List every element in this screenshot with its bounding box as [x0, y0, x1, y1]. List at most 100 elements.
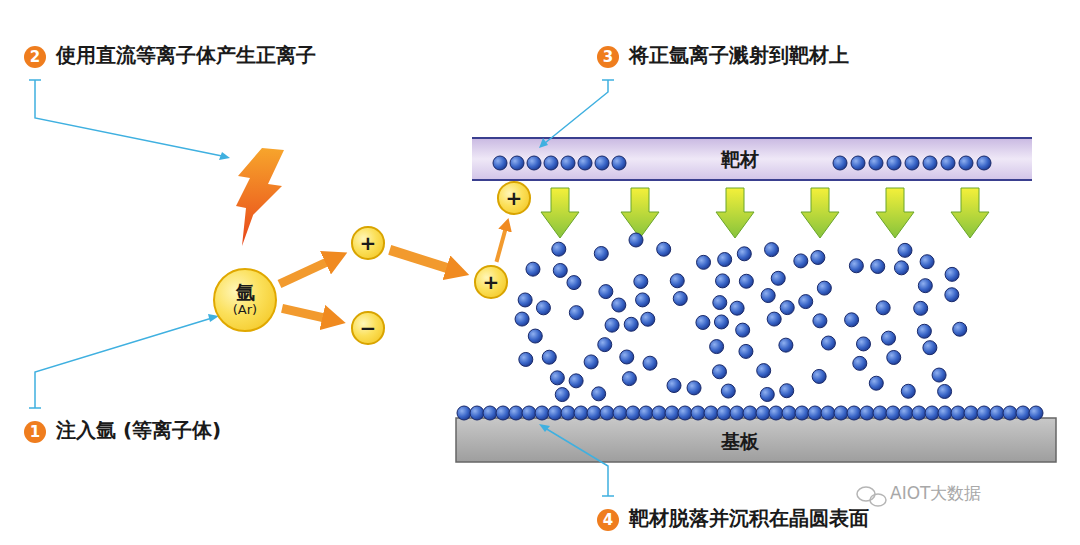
sputtered-atom — [687, 381, 701, 395]
sputter-arrow — [801, 188, 839, 238]
deposited-atom — [652, 406, 666, 420]
leader-line — [29, 80, 222, 156]
sputtered-atom — [812, 369, 826, 383]
atoms — [457, 156, 1043, 420]
deposited-atom — [496, 406, 510, 420]
sputtered-atom — [612, 298, 626, 312]
target-atom — [527, 156, 541, 170]
sputtered-atom — [592, 387, 606, 401]
target-atom — [923, 156, 937, 170]
target-atom — [544, 156, 558, 170]
callout-text: 将正氩离子溅射到靶材上 — [629, 44, 849, 66]
sputtered-atom — [620, 350, 634, 364]
sputtered-atom — [643, 356, 657, 370]
target-atom — [851, 156, 865, 170]
deposited-atom — [977, 406, 991, 420]
target-atom — [887, 156, 901, 170]
ion-flow-arrow — [279, 261, 329, 284]
sputtered-atom — [710, 340, 724, 354]
sputtered-atom — [765, 243, 779, 257]
sputtered-atom — [813, 314, 827, 328]
sputtered-atom — [857, 337, 871, 351]
deposited-atom — [756, 406, 770, 420]
band-label: 靶材 — [721, 149, 759, 170]
deposited-atom — [600, 406, 614, 420]
sputtered-atom — [932, 368, 946, 382]
watermark-icon — [857, 487, 886, 506]
deposited-atom — [1016, 406, 1030, 420]
watermark-bubble — [857, 487, 875, 501]
lightning-bolt — [236, 148, 284, 246]
target-atom — [612, 156, 626, 170]
sputtered-atom — [518, 293, 532, 307]
leader-head — [539, 138, 548, 148]
sputtered-atom — [882, 331, 896, 345]
sputtered-atom — [634, 275, 648, 289]
sputtered-atom — [712, 365, 726, 379]
sputtered-atom — [624, 317, 638, 331]
positive-ion: + — [497, 181, 531, 215]
target-edge — [472, 179, 1032, 181]
substrate-band — [456, 418, 1056, 462]
sputtered-atom — [917, 324, 931, 338]
callout-number: 4 — [597, 509, 619, 531]
target-atom — [959, 156, 973, 170]
sputtered-atom — [945, 267, 959, 281]
sputtered-atom — [718, 253, 732, 267]
deposited-atom — [847, 406, 861, 420]
deposited-atom — [743, 406, 757, 420]
deposited-atom — [470, 406, 484, 420]
deposited-atom — [886, 406, 900, 420]
sputtered-atom — [853, 356, 867, 370]
sputtered-atom — [894, 261, 908, 275]
sputtered-atom — [605, 318, 619, 332]
target-atom — [833, 156, 847, 170]
deposited-atom — [574, 406, 588, 420]
target-atom — [493, 156, 507, 170]
target-atom — [561, 156, 575, 170]
deposited-atom — [808, 406, 822, 420]
callout-number: 2 — [24, 46, 46, 68]
target-atom — [869, 156, 883, 170]
sputtered-atom — [730, 301, 744, 315]
deposited-atom — [1003, 406, 1017, 420]
deposited-atom — [704, 406, 718, 420]
element-symbol: (Ar) — [233, 303, 257, 317]
deposited-atom — [912, 406, 926, 420]
deposited-atom — [483, 406, 497, 420]
sputtered-atom — [673, 292, 687, 306]
sputtered-atom — [622, 372, 636, 386]
sputtered-atom — [923, 341, 937, 355]
sputtered-atom — [794, 254, 808, 268]
leader-line — [29, 318, 212, 408]
sputtered-atom — [914, 301, 928, 315]
deposited-atom — [860, 406, 874, 420]
deposited-atom — [938, 406, 952, 420]
substrate-label: 基板 — [700, 426, 780, 456]
callout-text: 靶材脱落并沉积在晶圆表面 — [629, 507, 869, 529]
target-atom — [510, 156, 524, 170]
target-edge — [472, 137, 1032, 139]
sputtered-atom — [739, 274, 753, 288]
sputtered-atom — [552, 242, 566, 256]
sputtered-atom — [901, 384, 915, 398]
sputtered-atom — [821, 336, 835, 350]
sputtered-atom — [636, 293, 650, 307]
sputtered-atom — [761, 289, 775, 303]
sputter-arrow — [621, 188, 659, 238]
sputtered-atom — [760, 387, 774, 401]
sputtered-atom — [739, 344, 753, 358]
deposited-atom — [457, 406, 471, 420]
sputtered-atom — [780, 301, 794, 315]
callout-text: 注入氩 (等离子体) — [56, 419, 221, 441]
deposited-atom — [769, 406, 783, 420]
deposited-atom — [964, 406, 978, 420]
deposited-atom — [548, 406, 562, 420]
sputtered-atom — [594, 247, 608, 261]
band-label: 基板 — [721, 431, 759, 452]
deposited-atom — [613, 406, 627, 420]
deposited-atom — [821, 406, 835, 420]
leader-lines — [29, 80, 614, 496]
ion-flow-arrow — [282, 308, 326, 318]
